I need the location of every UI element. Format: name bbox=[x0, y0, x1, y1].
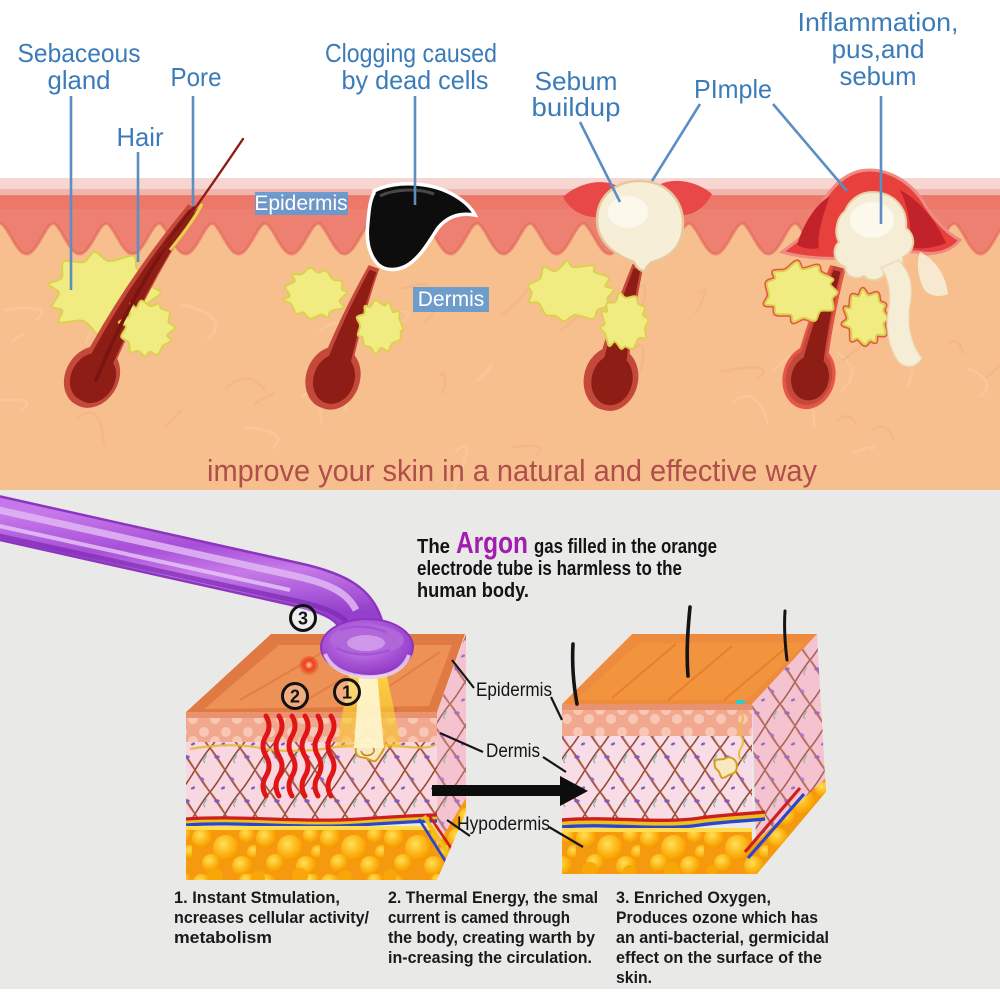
svg-text:Sebaceous: Sebaceous bbox=[18, 38, 141, 68]
svg-text:gas filled in the orange: gas filled in the orange bbox=[534, 536, 717, 558]
svg-text:PImple: PImple bbox=[694, 74, 772, 104]
svg-text:skin.: skin. bbox=[616, 968, 652, 987]
svg-text:human body.: human body. bbox=[417, 580, 529, 602]
svg-text:Epidermis: Epidermis bbox=[254, 192, 347, 215]
svg-text:metabolism: metabolism bbox=[174, 928, 272, 947]
svg-text:Hypodermis: Hypodermis bbox=[457, 814, 550, 835]
svg-text:1: 1 bbox=[342, 683, 352, 703]
svg-text:2. Thermal Energy, the smal: 2. Thermal Energy, the smal bbox=[388, 888, 598, 907]
svg-text:Epidermis: Epidermis bbox=[476, 680, 552, 701]
svg-text:1. Instant Stmulation,: 1. Instant Stmulation, bbox=[174, 888, 340, 907]
svg-text:effect on the surface of the: effect on the surface of the bbox=[616, 948, 822, 967]
svg-text:improve your skin in a natural: improve your skin in a natural and effec… bbox=[207, 453, 817, 488]
svg-text:Hair: Hair bbox=[117, 122, 164, 152]
svg-text:electrode tube is harmless to: electrode tube is harmless to the bbox=[417, 558, 682, 580]
svg-text:3: 3 bbox=[298, 609, 308, 629]
svg-text:buildup: buildup bbox=[532, 92, 621, 122]
svg-text:Clogging caused: Clogging caused bbox=[325, 38, 497, 68]
svg-text:Dermis: Dermis bbox=[418, 288, 485, 311]
svg-text:pus,and: pus,and bbox=[832, 34, 925, 64]
svg-text:Dermis: Dermis bbox=[486, 741, 540, 762]
svg-text:current is camed through: current is camed through bbox=[388, 908, 570, 927]
svg-text:Pore: Pore bbox=[171, 62, 222, 92]
svg-text:in-creasing the circulation.: in-creasing the circulation. bbox=[388, 948, 592, 967]
svg-text:Produces ozone which has: Produces ozone which has bbox=[616, 908, 818, 927]
svg-text:by dead cells: by dead cells bbox=[342, 65, 489, 95]
svg-text:ncreases cellular activity/: ncreases cellular activity/ bbox=[174, 908, 369, 927]
svg-text:an anti-bacterial, germicidal: an anti-bacterial, germicidal bbox=[616, 928, 829, 947]
svg-text:3. Enriched Oxygen,: 3. Enriched Oxygen, bbox=[616, 888, 771, 907]
svg-text:sebum: sebum bbox=[840, 61, 917, 91]
svg-text:Sebum: Sebum bbox=[535, 66, 618, 96]
svg-text:Argon: Argon bbox=[456, 525, 528, 560]
svg-text:2: 2 bbox=[290, 687, 300, 707]
svg-text:The: The bbox=[417, 536, 450, 558]
svg-text:gland: gland bbox=[48, 65, 111, 95]
svg-text:Inflammation,: Inflammation, bbox=[798, 7, 959, 37]
svg-text:the body, creating warth by: the body, creating warth by bbox=[388, 928, 596, 947]
